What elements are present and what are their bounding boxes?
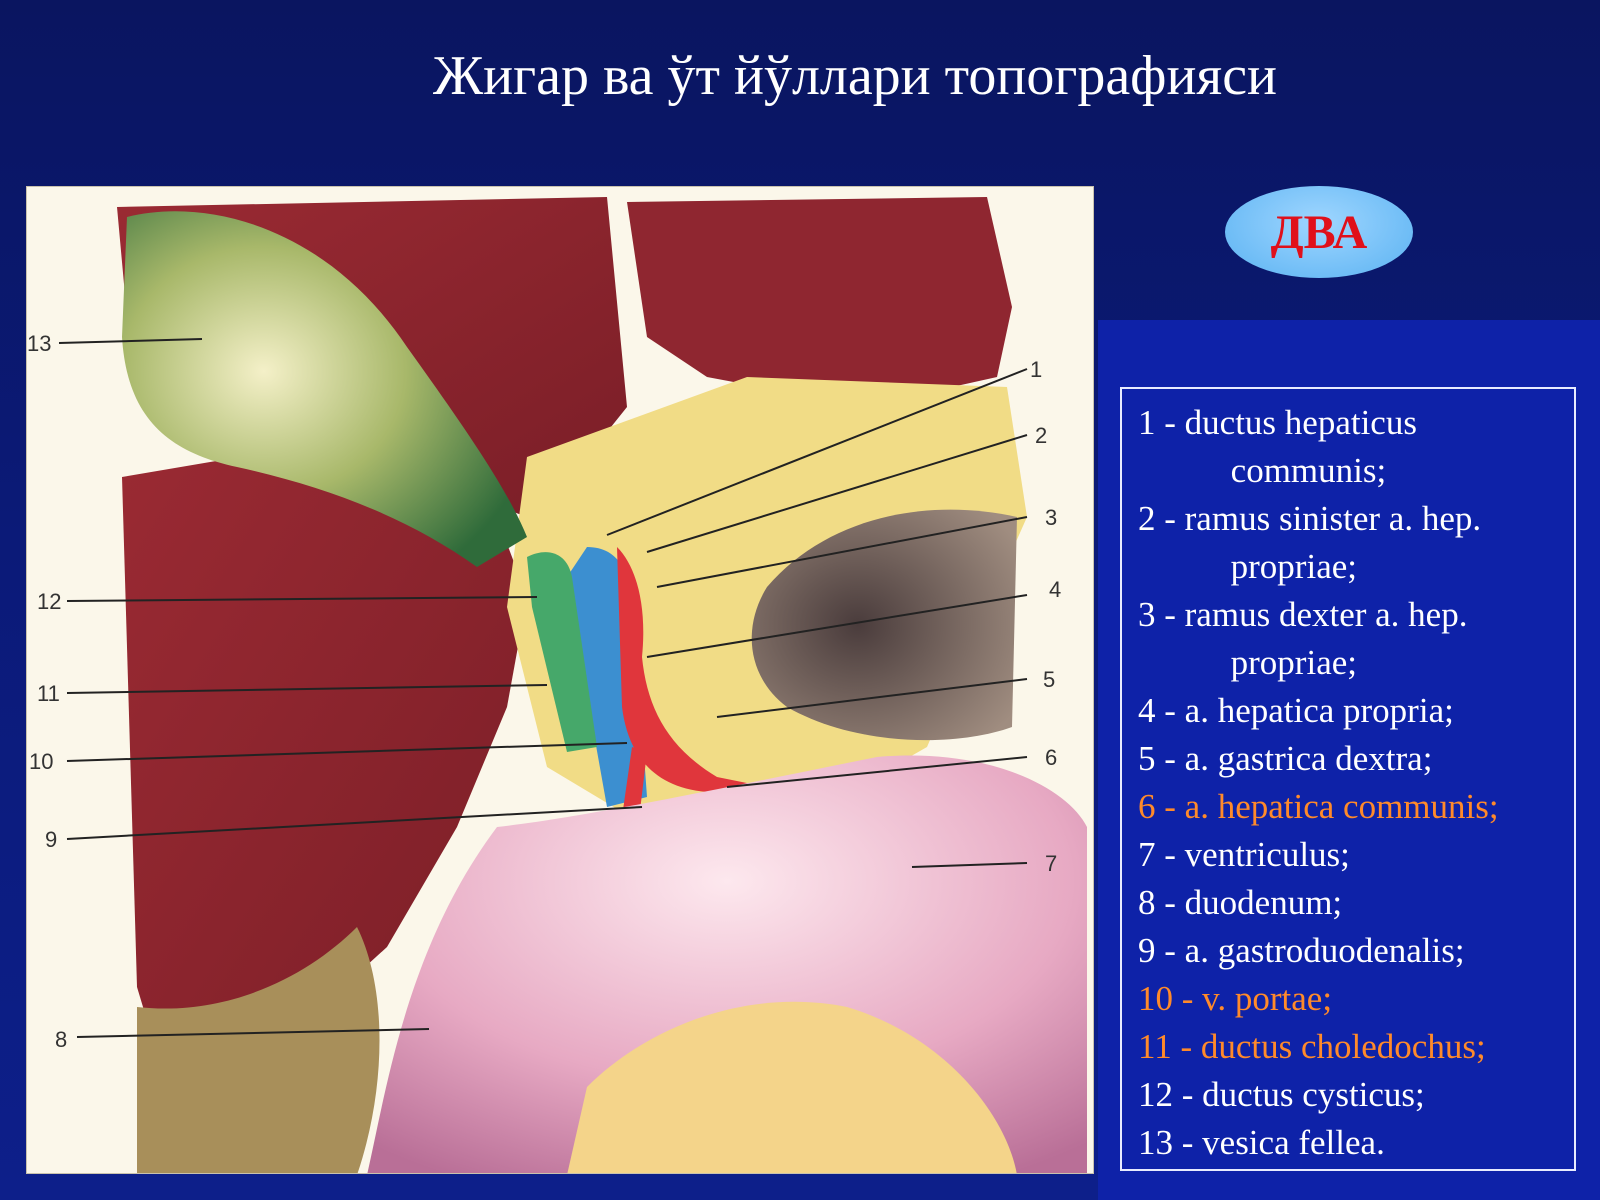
- legend-number: 8 -: [1138, 883, 1185, 922]
- legend-number: 13 -: [1138, 1123, 1203, 1162]
- legend-text: ductus choledochus;: [1200, 1027, 1486, 1066]
- legend-item: 9 - a. gastroduodenalis;: [1138, 927, 1574, 975]
- legend-number: 11 -: [1138, 1027, 1201, 1066]
- legend-text: a. gastroduodenalis;: [1184, 931, 1465, 970]
- figure-label-2: 2: [1035, 423, 1047, 448]
- legend-item: 4 - a. hepatica propria;: [1138, 687, 1574, 735]
- legend-number: 10 -: [1138, 979, 1203, 1018]
- legend-item: 7 - ventriculus;: [1138, 831, 1574, 879]
- figure-label-4: 4: [1049, 577, 1061, 602]
- omental-bursa: [751, 509, 1017, 741]
- legend-text: ramus sinister a. hep.: [1184, 499, 1482, 538]
- legend-number: 4 -: [1138, 691, 1185, 730]
- legend-item: 3 - ramus dexter a. hep. propriae;: [1138, 591, 1574, 687]
- legend-text: a. hepatica communis;: [1184, 787, 1499, 826]
- legend-text-continuation: propriae;: [1230, 547, 1357, 586]
- hepatic-artery: [617, 547, 767, 802]
- figure-label-1: 1: [1030, 357, 1042, 382]
- legend-text: ductus cysticus;: [1202, 1075, 1425, 1114]
- legend-number: 12 -: [1138, 1075, 1203, 1114]
- legend-number: 1 -: [1138, 403, 1185, 442]
- figure-label-7: 7: [1045, 851, 1057, 876]
- legend-text-continuation: communis;: [1230, 451, 1387, 490]
- bile-duct: [527, 552, 597, 752]
- gallbladder: [122, 211, 527, 567]
- liver-upper-right: [627, 197, 1012, 397]
- figure-label-3: 3: [1045, 505, 1057, 530]
- figure-label-11: 11: [37, 681, 60, 706]
- legend-box: 1 - ductus hepaticus communis; 2 - ramus …: [1120, 387, 1576, 1171]
- legend-item: 1 - ductus hepaticus communis;: [1138, 399, 1574, 495]
- legend-item: 13 - vesica fellea.: [1138, 1119, 1574, 1167]
- legend-number: 3 -: [1138, 595, 1185, 634]
- legend-number: 5 -: [1138, 739, 1185, 778]
- legend-text: v. portae;: [1202, 979, 1333, 1018]
- legend-text: vesica fellea.: [1202, 1123, 1385, 1162]
- legend-text: duodenum;: [1184, 883, 1343, 922]
- legend-number: 9 -: [1138, 931, 1185, 970]
- anatomy-illustration: 1 2 3 4 5 6 7 8 9 10 11 12 13: [26, 186, 1094, 1174]
- legend-text-continuation: propriae;: [1230, 643, 1357, 682]
- legend-text: a. hepatica propria;: [1184, 691, 1454, 730]
- stomach-inner: [567, 1001, 1017, 1173]
- figure-label-13: 13: [27, 331, 51, 356]
- figure-label-5: 5: [1043, 667, 1055, 692]
- legend-item-highlighted: 11 - ductus choledochus;: [1138, 1023, 1574, 1071]
- legend-item-highlighted: 10 - v. portae;: [1138, 975, 1574, 1023]
- figure-label-6: 6: [1045, 745, 1057, 770]
- figure-label-12: 12: [37, 589, 61, 614]
- legend-text: a. gastrica dextra;: [1184, 739, 1433, 778]
- legend-text: ramus dexter a. hep.: [1184, 595, 1468, 634]
- legend-text: ventriculus;: [1184, 835, 1350, 874]
- legend-item: 8 - duodenum;: [1138, 879, 1574, 927]
- duodenum: [137, 927, 380, 1173]
- legend-item: 2 - ramus sinister a. hep. propriae;: [1138, 495, 1574, 591]
- legend-item: 12 - ductus cysticus;: [1138, 1071, 1574, 1119]
- legend-text: ductus hepaticus: [1184, 403, 1417, 442]
- legend-number: 2 -: [1138, 499, 1185, 538]
- legend-item-highlighted: 6 - a. hepatica communis;: [1138, 783, 1574, 831]
- legend-number: 6 -: [1138, 787, 1185, 826]
- legend-item: 5 - a. gastrica dextra;: [1138, 735, 1574, 783]
- figure-label-9: 9: [45, 827, 57, 852]
- gastroduodenal-artery: [622, 747, 647, 819]
- right-panel-background: [1098, 320, 1600, 1200]
- dva-badge: ДВА: [1225, 186, 1413, 278]
- figure-label-8: 8: [55, 1027, 67, 1052]
- legend-number: 7 -: [1138, 835, 1185, 874]
- slide-title: Жигар ва ўт йўллари топографияси: [432, 45, 1278, 107]
- figure-label-10: 10: [29, 749, 53, 774]
